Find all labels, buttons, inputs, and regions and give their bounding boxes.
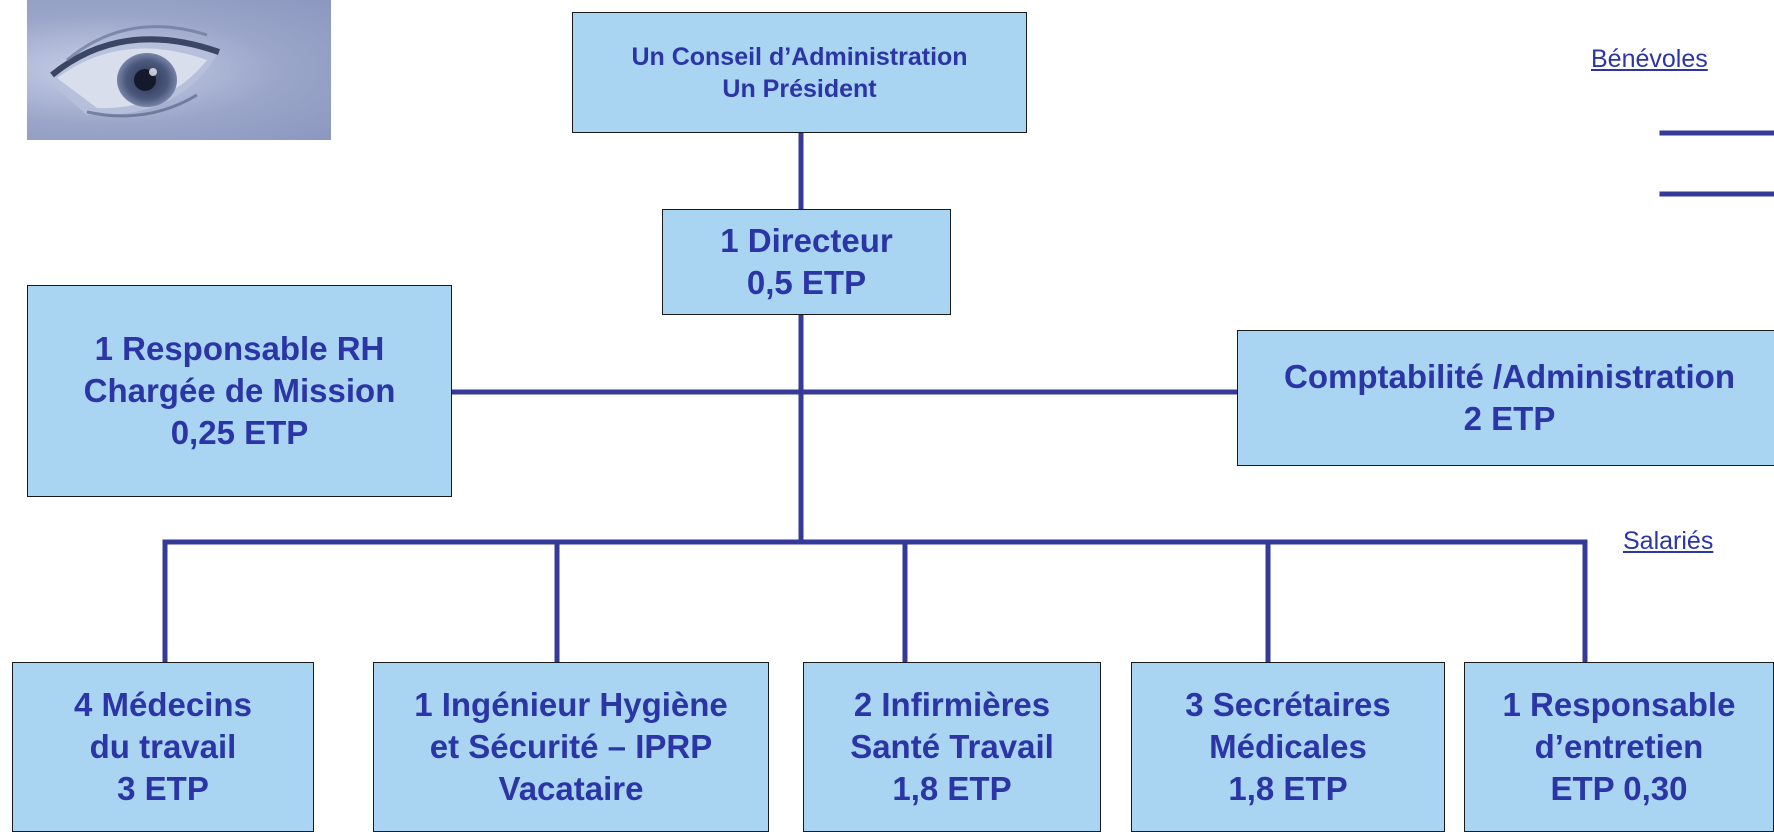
node-line: d’entretien xyxy=(1534,727,1704,765)
node-responsable-entretien: 1 Responsable d’entretien ETP 0,30 xyxy=(1464,662,1774,832)
node-line: Médicales xyxy=(1209,727,1367,765)
eye-photo-logo xyxy=(27,0,331,140)
node-line: 4 Médecins xyxy=(74,685,252,723)
node-line: 0,25 ETP xyxy=(170,414,309,452)
node-line: 1,8 ETP xyxy=(892,770,1012,808)
node-line: et Sécurité – IPRP xyxy=(429,727,713,765)
node-line: 1 Directeur xyxy=(720,221,893,259)
org-chart-connectors xyxy=(162,130,1774,665)
node-line: Un Président xyxy=(722,74,877,103)
node-line: ETP 0,30 xyxy=(1550,770,1688,808)
node-line: 1 Responsable RH xyxy=(94,329,385,367)
node-infirmieres: 2 Infirmières Santé Travail 1,8 ETP xyxy=(803,662,1101,832)
node-line: 2 Infirmières xyxy=(853,685,1051,723)
node-line: Comptabilité /Administration xyxy=(1283,357,1735,395)
node-line: 1 Responsable xyxy=(1502,685,1736,723)
node-line: du travail xyxy=(89,727,237,765)
legend-salaries: Salariés xyxy=(1623,527,1714,555)
node-responsable-rh: 1 Responsable RH Chargée de Mission 0,25… xyxy=(27,285,452,497)
node-line: 0,5 ETP xyxy=(746,264,867,301)
node-line: 1 Ingénieur Hygiène xyxy=(414,685,728,723)
node-ingenieur: 1 Ingénieur Hygiène et Sécurité – IPRP V… xyxy=(373,662,769,832)
legend-benevoles: Bénévoles xyxy=(1591,45,1708,73)
node-directeur: 1 Directeur 0,5 ETP xyxy=(662,209,951,315)
node-line: 3 Secrétaires xyxy=(1185,685,1391,723)
node-line: Un Conseil d’Administration xyxy=(631,42,968,71)
eye-icon xyxy=(47,25,220,118)
node-medecins: 4 Médecins du travail 3 ETP xyxy=(12,662,314,832)
node-line: Vacataire xyxy=(498,770,644,808)
node-line: Chargée de Mission xyxy=(83,371,396,409)
node-secretaires: 3 Secrétaires Médicales 1,8 ETP xyxy=(1131,662,1445,832)
node-line: 2 ETP xyxy=(1463,400,1556,437)
node-line: 1,8 ETP xyxy=(1228,770,1348,808)
node-comptabilite: Comptabilité /Administration 2 ETP xyxy=(1237,330,1774,466)
node-line: Santé Travail xyxy=(850,727,1054,765)
node-conseil-administration: Un Conseil d’Administration Un Président xyxy=(572,12,1027,133)
node-line: 3 ETP xyxy=(117,770,209,808)
